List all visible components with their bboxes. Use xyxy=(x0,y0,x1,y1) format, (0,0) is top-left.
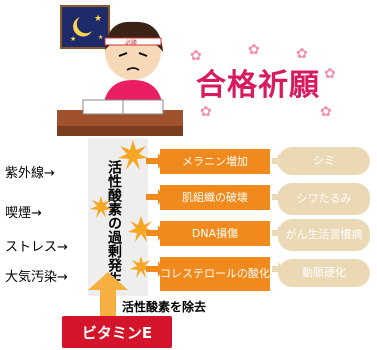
burst-icon xyxy=(128,216,154,242)
vitamin-e-box: ビタミンE xyxy=(62,316,172,348)
burst-icon xyxy=(118,140,148,170)
result-cancer: がん生活習慣病 xyxy=(278,219,370,251)
sakura-icon: ✿ xyxy=(248,42,260,58)
effect-cholesterol-oxidation: コレステロールの酸化 xyxy=(160,257,270,291)
up-arrow xyxy=(88,272,128,318)
remove-free-radicals-label: 活性酸素を除去 xyxy=(122,300,207,314)
sakura-icon: ✿ xyxy=(296,46,308,62)
cause-smoking: 喫煙→ xyxy=(5,206,42,221)
goal-text: 合格祈願 xyxy=(196,68,320,103)
svg-text:必勝: 必勝 xyxy=(125,39,137,47)
burst-icon xyxy=(130,256,152,278)
effect-dna-damage: DNA損傷 xyxy=(160,221,270,246)
cause-air-pollution: 大気汚染→ xyxy=(5,270,68,285)
sakura-icon: ✿ xyxy=(190,48,202,64)
svg-text:★: ★ xyxy=(70,35,76,43)
svg-text:★: ★ xyxy=(98,34,103,41)
sakura-icon: ✿ xyxy=(200,104,212,120)
result-spots: シミ xyxy=(278,147,370,175)
burst-icon xyxy=(90,196,112,218)
free-radical-label: 活性酸素の過剰発生 xyxy=(106,160,122,286)
cause-uv: 紫外線→ xyxy=(5,166,55,181)
studying-student-illustration: 必勝 xyxy=(57,21,183,136)
effect-skin-damage: 肌組織の破壊 xyxy=(160,185,270,210)
effect-melanin: メラニン増加 xyxy=(160,149,270,174)
cause-stress: ストレス→ xyxy=(5,240,68,255)
moon-and-stars-icon: ★ ★ ★ xyxy=(70,14,103,43)
svg-text:★: ★ xyxy=(94,14,102,24)
result-arteriosclerosis: 動脈硬化 xyxy=(278,259,370,287)
sakura-icon: ✿ xyxy=(320,104,332,120)
sakura-icon: ✿ xyxy=(324,66,336,82)
result-wrinkles: シワたるみ xyxy=(278,183,370,215)
night-window: ★ ★ ★ xyxy=(60,5,110,49)
